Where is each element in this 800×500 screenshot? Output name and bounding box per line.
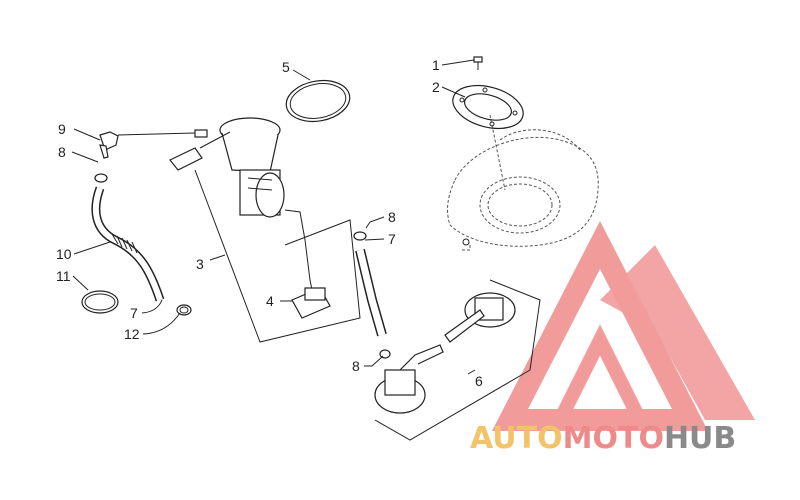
- callout-10: 10: [56, 246, 72, 262]
- leader-lines: [71, 59, 476, 375]
- callout-labels: 1 2 3 4 5 6 7 7 8 8 8 9 10 11 12: [56, 57, 483, 389]
- mounting-screw: [473, 56, 506, 191]
- fuel-hose-middle: [355, 248, 387, 337]
- fuel-filter-assembly: [374, 292, 516, 414]
- watermark-auto: AUTO: [470, 421, 563, 456]
- tank-gasket-ring: [452, 84, 524, 130]
- svg-text:AUTOMOTOHUB: AUTOMOTOHUB: [470, 421, 736, 456]
- callout-8-lower: 8: [352, 358, 360, 374]
- callout-8-upper: 8: [388, 209, 396, 225]
- fuel-pump-assembly: [169, 117, 313, 291]
- watermark-moto: MOTO: [563, 421, 664, 456]
- o-ring-seal: [285, 79, 351, 123]
- fuel-hose-left: [91, 186, 165, 302]
- group-6-bracket: [374, 279, 541, 441]
- callout-2: 2: [432, 79, 440, 95]
- hose-clamp-left: [94, 173, 108, 183]
- watermark-hub: HUB: [664, 421, 736, 456]
- callout-11: 11: [56, 268, 71, 284]
- watermark-text: AUTOMOTOHUB: [470, 421, 736, 456]
- fuel-tank-outline: [447, 129, 599, 251]
- spring-clamp: [81, 290, 119, 314]
- group-3-bracket: [194, 169, 361, 343]
- callout-8-left: 8: [58, 144, 66, 160]
- hose-clamp-small: [176, 304, 192, 316]
- elbow-fitting: [99, 131, 196, 159]
- callout-3: 3: [196, 256, 204, 272]
- callout-6: 6: [475, 373, 483, 389]
- callout-7-middle: 7: [388, 231, 396, 247]
- callout-9: 9: [58, 121, 66, 137]
- callout-4: 4: [266, 293, 274, 309]
- callout-7-left: 7: [130, 305, 138, 321]
- callout-12: 12: [124, 326, 140, 342]
- hose-clamp-upper: [353, 231, 367, 241]
- callout-1: 1: [432, 57, 440, 73]
- fuel-level-sender: [291, 287, 331, 319]
- callout-5: 5: [282, 59, 290, 75]
- watermark-logo: [491, 220, 755, 431]
